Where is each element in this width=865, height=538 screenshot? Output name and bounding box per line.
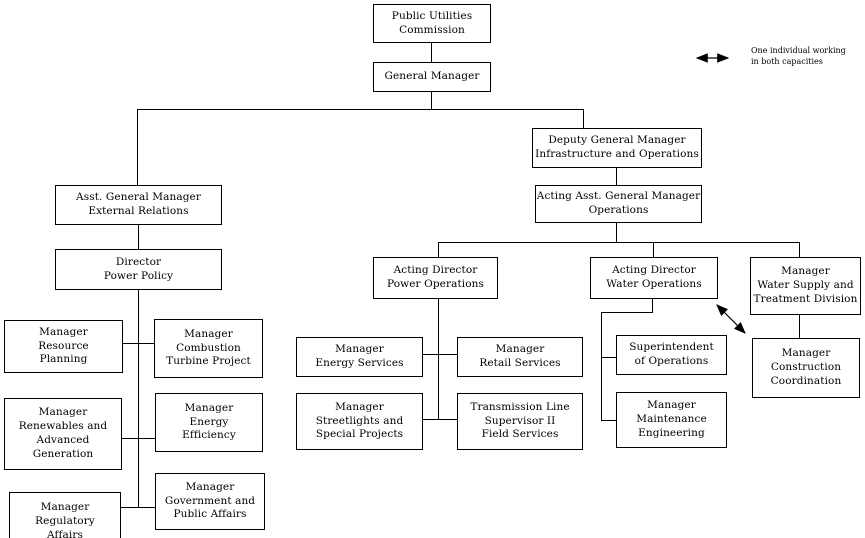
node-director-power-policy: Director Power Policy bbox=[55, 249, 222, 290]
node-label: Director Power Policy bbox=[103, 255, 174, 282]
node-manager-energy-efficiency: Manager Energy Efficiency bbox=[155, 393, 263, 452]
connector-line bbox=[652, 299, 653, 312]
connector-line bbox=[799, 242, 800, 257]
node-acting-director-water-operations: Acting Director Water Operations bbox=[590, 257, 718, 299]
node-label: Manager Water Supply and Treatment Divis… bbox=[753, 265, 858, 305]
connector-line bbox=[121, 507, 155, 508]
connector-line bbox=[137, 109, 584, 110]
node-label: General Manager bbox=[384, 70, 480, 83]
node-label: Manager Resource Planning bbox=[38, 325, 89, 366]
connector-line bbox=[138, 290, 139, 507]
node-label: Manager Regulatory Affairs bbox=[35, 501, 95, 538]
node-manager-resource-planning: Manager Resource Planning bbox=[4, 320, 123, 373]
node-deputy-general-manager: Deputy General Manager Infrastructure an… bbox=[532, 128, 702, 168]
node-label: Deputy General Manager Infrastructure an… bbox=[535, 134, 699, 160]
node-manager-government-public-affairs: Manager Government and Public Affairs bbox=[155, 473, 265, 530]
node-manager-construction-coordination: Manager Construction Coordination bbox=[752, 338, 860, 398]
connector-line bbox=[583, 109, 584, 128]
node-label: Manager Energy Services bbox=[315, 343, 404, 369]
connector-line bbox=[123, 343, 154, 344]
connector-line bbox=[438, 242, 800, 243]
connector-line bbox=[431, 92, 432, 109]
node-label: Asst. General Manager External Relations bbox=[76, 191, 201, 217]
connector-line bbox=[601, 312, 653, 313]
connector-line bbox=[601, 357, 616, 358]
connector-line bbox=[438, 299, 439, 419]
node-label: Manager Government and Public Affairs bbox=[164, 480, 256, 521]
node-label: Public Utilities Commission bbox=[391, 9, 473, 36]
node-label: Manager Combustion Turbine Project bbox=[166, 327, 251, 368]
node-superintendent-of-operations: Superintendent of Operations bbox=[616, 335, 727, 375]
node-label: Manager Streetlights and Special Project… bbox=[315, 400, 404, 441]
connector-line bbox=[423, 419, 457, 420]
node-label: Acting Director Power Operations bbox=[387, 264, 484, 290]
connector-line bbox=[601, 312, 602, 420]
connector-line bbox=[799, 315, 800, 338]
connector-line bbox=[601, 420, 616, 421]
connector-line bbox=[431, 43, 432, 62]
connector-line bbox=[616, 168, 617, 185]
node-manager-regulatory-affairs: Manager Regulatory Affairs bbox=[9, 492, 121, 538]
node-label: Transmission Line Supervisor II Field Se… bbox=[470, 400, 570, 441]
node-label: Manager Retail Services bbox=[479, 343, 561, 369]
node-public-utilities-commission: Public Utilities Commission bbox=[373, 4, 491, 43]
node-label: Manager Maintenance Engineering bbox=[636, 399, 707, 439]
node-label: Superintendent of Operations bbox=[629, 341, 714, 367]
node-label: Manager Energy Efficiency bbox=[182, 401, 236, 442]
node-label: Manager Renewables and Advanced Generati… bbox=[18, 406, 108, 460]
connector-line bbox=[138, 225, 139, 249]
connector-line bbox=[122, 438, 155, 439]
node-manager-retail-services: Manager Retail Services bbox=[457, 337, 583, 377]
node-transmission-line-supervisor: Transmission Line Supervisor II Field Se… bbox=[457, 393, 583, 450]
node-asst-general-manager-external-relations: Asst. General Manager External Relations bbox=[55, 185, 222, 225]
connector-line bbox=[423, 354, 457, 355]
legend-text: One individual working in both capacitie… bbox=[751, 46, 846, 67]
connector-line bbox=[137, 109, 138, 185]
node-manager-maintenance-engineering: Manager Maintenance Engineering bbox=[616, 392, 727, 448]
dual-capacity-double-arrow-icon bbox=[716, 304, 746, 334]
connector-line bbox=[438, 242, 439, 257]
node-manager-water-supply-treatment: Manager Water Supply and Treatment Divis… bbox=[750, 257, 861, 315]
node-manager-combustion-turbine-project: Manager Combustion Turbine Project bbox=[154, 319, 263, 378]
node-manager-renewables-advanced-generation: Manager Renewables and Advanced Generati… bbox=[4, 398, 122, 470]
node-acting-director-power-operations: Acting Director Power Operations bbox=[373, 257, 498, 299]
connector-line bbox=[653, 242, 654, 257]
connector-line bbox=[616, 223, 617, 242]
node-manager-energy-services: Manager Energy Services bbox=[296, 337, 423, 377]
node-label: Manager Construction Coordination bbox=[770, 347, 842, 387]
node-acting-asst-general-manager-operations: Acting Asst. General Manager Operations bbox=[535, 185, 702, 223]
node-manager-streetlights-special-projects: Manager Streetlights and Special Project… bbox=[296, 393, 423, 450]
node-general-manager: General Manager bbox=[373, 62, 491, 92]
node-label: Acting Director Water Operations bbox=[606, 264, 702, 290]
node-label: Acting Asst. General Manager Operations bbox=[536, 190, 701, 216]
